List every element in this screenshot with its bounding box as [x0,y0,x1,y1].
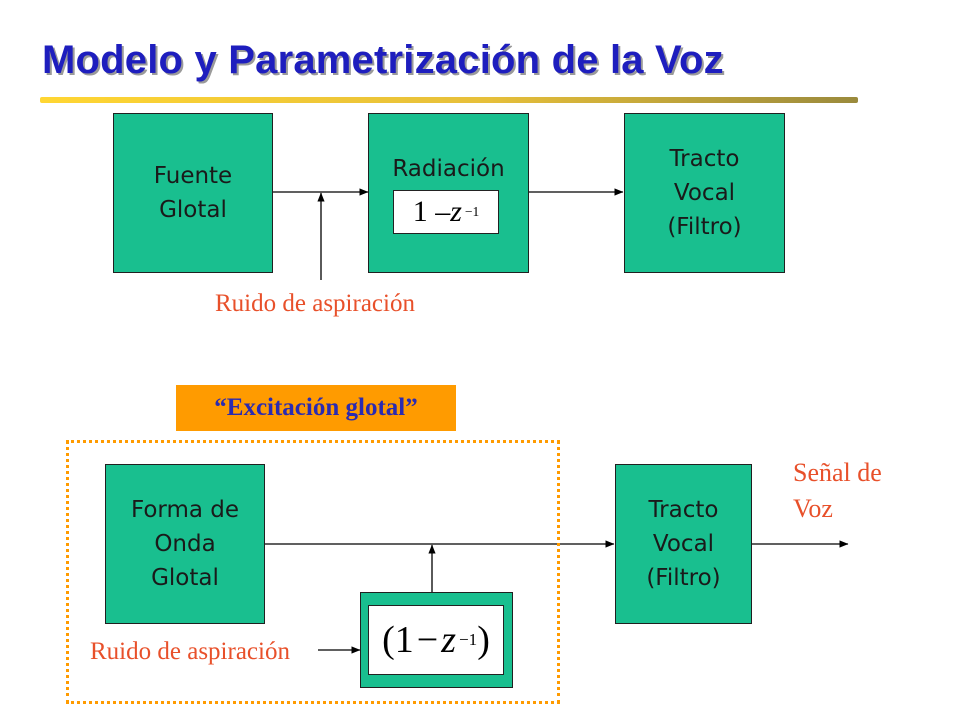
vocal-tract-label-bottom: Tracto Vocal (Filtro) [646,497,721,591]
filter-formula-var: z [441,619,457,661]
glottal-source-label: Fuente Glotal [153,163,233,223]
radiation-formula-var: z [450,195,462,228]
glottal-waveform-label: Forma de Onda Glotal [130,497,240,591]
speech-output-label: Señal de Voz [793,458,882,523]
glottal-waveform-block: Forma de Onda Glotal [105,464,265,624]
glottal-excitation-label: “Excitación glotal” [176,385,456,431]
radiation-label: Radiación [392,156,505,182]
radiation-formula-exp: −1 [464,204,480,219]
filter-formula-open: (1 [382,619,414,661]
filter-formula-exp: −1 [459,630,478,649]
radiation-formula: 1 – z−1 [393,190,499,234]
title-underline [40,97,858,103]
vocal-tract-block-bottom: Tracto Vocal (Filtro) [615,464,752,624]
aspiration-noise-label-bottom: Ruido de aspiración [90,638,290,665]
glottal-source-block: Fuente Glotal [113,113,273,273]
vocal-tract-label-top: Tracto Vocal (Filtro) [667,146,742,240]
aspiration-filter-formula: (1−z−1) [368,605,504,675]
aspiration-noise-label-top: Ruido de aspiración [215,290,415,317]
page-title: Modelo y Parametrización de la Voz [42,38,724,82]
filter-formula-close: ) [477,619,490,661]
vocal-tract-block-top: Tracto Vocal (Filtro) [624,113,785,273]
radiation-formula-base: 1 – [412,195,451,228]
glottal-excitation-frame [66,440,560,704]
filter-formula-minus: − [416,619,439,661]
